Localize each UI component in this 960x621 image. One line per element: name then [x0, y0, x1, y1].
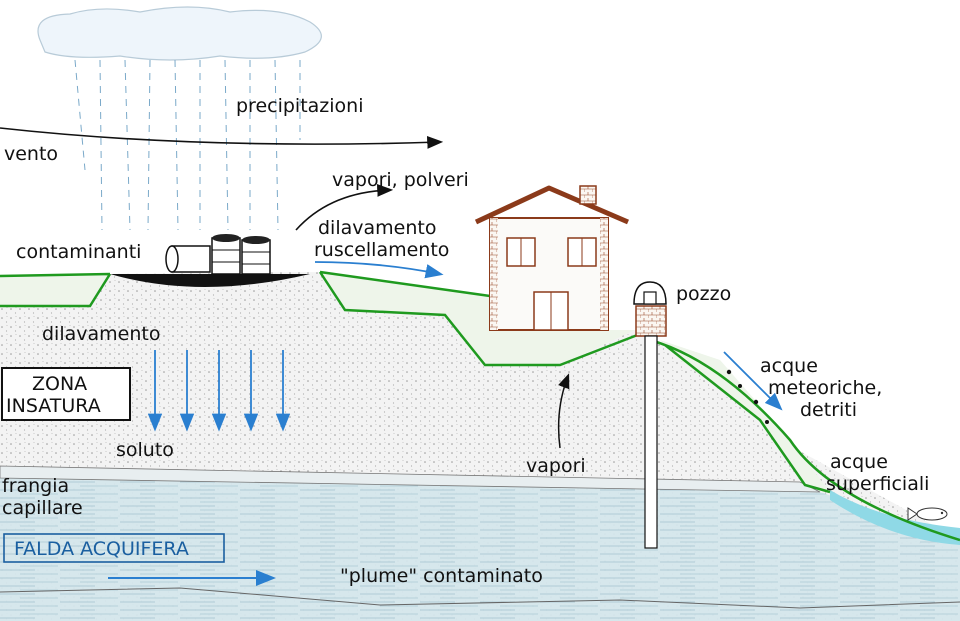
label-dilavamento-left: dilavamento	[42, 323, 160, 345]
slope-runoff-arrow	[723, 351, 783, 411]
label-acque-meteoriche-2: meteoriche,	[768, 377, 882, 399]
runoff-arrow	[314, 261, 444, 279]
label-dilavamento-top: dilavamento	[318, 217, 436, 239]
label-plume: "plume" contaminato	[340, 565, 543, 587]
aquifer-bottom-line	[0, 587, 960, 609]
topsoil-middle	[320, 272, 635, 365]
soil-vapour-arrow	[557, 373, 570, 449]
label-acque-superficiali-1: acque	[830, 451, 888, 473]
label-frangia: frangia	[2, 475, 69, 497]
rain	[74, 59, 301, 231]
label-falda-acquifera: FALDA ACQUIFERA	[14, 538, 189, 560]
label-pozzo: pozzo	[676, 283, 731, 305]
barrel-lying	[165, 245, 211, 273]
label-capillare: capillare	[2, 497, 83, 519]
barrel-upright-2	[241, 236, 271, 275]
label-contaminanti: contaminanti	[16, 241, 141, 263]
label-vapori: vapori	[526, 455, 586, 477]
falda-acquifera-box	[3, 533, 225, 563]
zona-insatura-box	[1, 367, 131, 421]
ground-line-middle	[318, 270, 641, 367]
label-acque-superficiali-2: superficiali	[826, 473, 929, 495]
house	[474, 185, 629, 331]
topsoil-slope	[660, 340, 830, 492]
vapours-dust-arrow	[295, 184, 394, 231]
well	[633, 281, 667, 549]
label-insatura: INSATURA	[6, 395, 101, 417]
cloud	[37, 6, 322, 61]
contaminant-stain	[110, 274, 310, 287]
label-ruscellamento: ruscellamento	[314, 239, 449, 261]
label-vapori-polveri: vapori, polveri	[332, 169, 469, 191]
label-precipitazioni: precipitazioni	[236, 95, 364, 117]
label-vento: vento	[4, 143, 58, 165]
debris	[726, 369, 769, 424]
infiltration-arrows	[147, 350, 291, 432]
capillary-fringe	[0, 465, 821, 493]
label-zona: ZONA	[32, 373, 87, 395]
barrel-upright-1	[211, 234, 241, 275]
label-acque-meteoriche-1: acque	[760, 355, 818, 377]
ground-line-left	[0, 272, 112, 308]
fish-icon	[907, 507, 948, 521]
topsoil-left	[0, 274, 110, 306]
wind-arrow	[0, 127, 444, 149]
ground-line-slope	[649, 338, 960, 542]
aquifer-layer	[0, 478, 960, 621]
label-soluto: soluto	[116, 439, 174, 461]
label-acque-meteoriche-3: detriti	[800, 399, 857, 421]
